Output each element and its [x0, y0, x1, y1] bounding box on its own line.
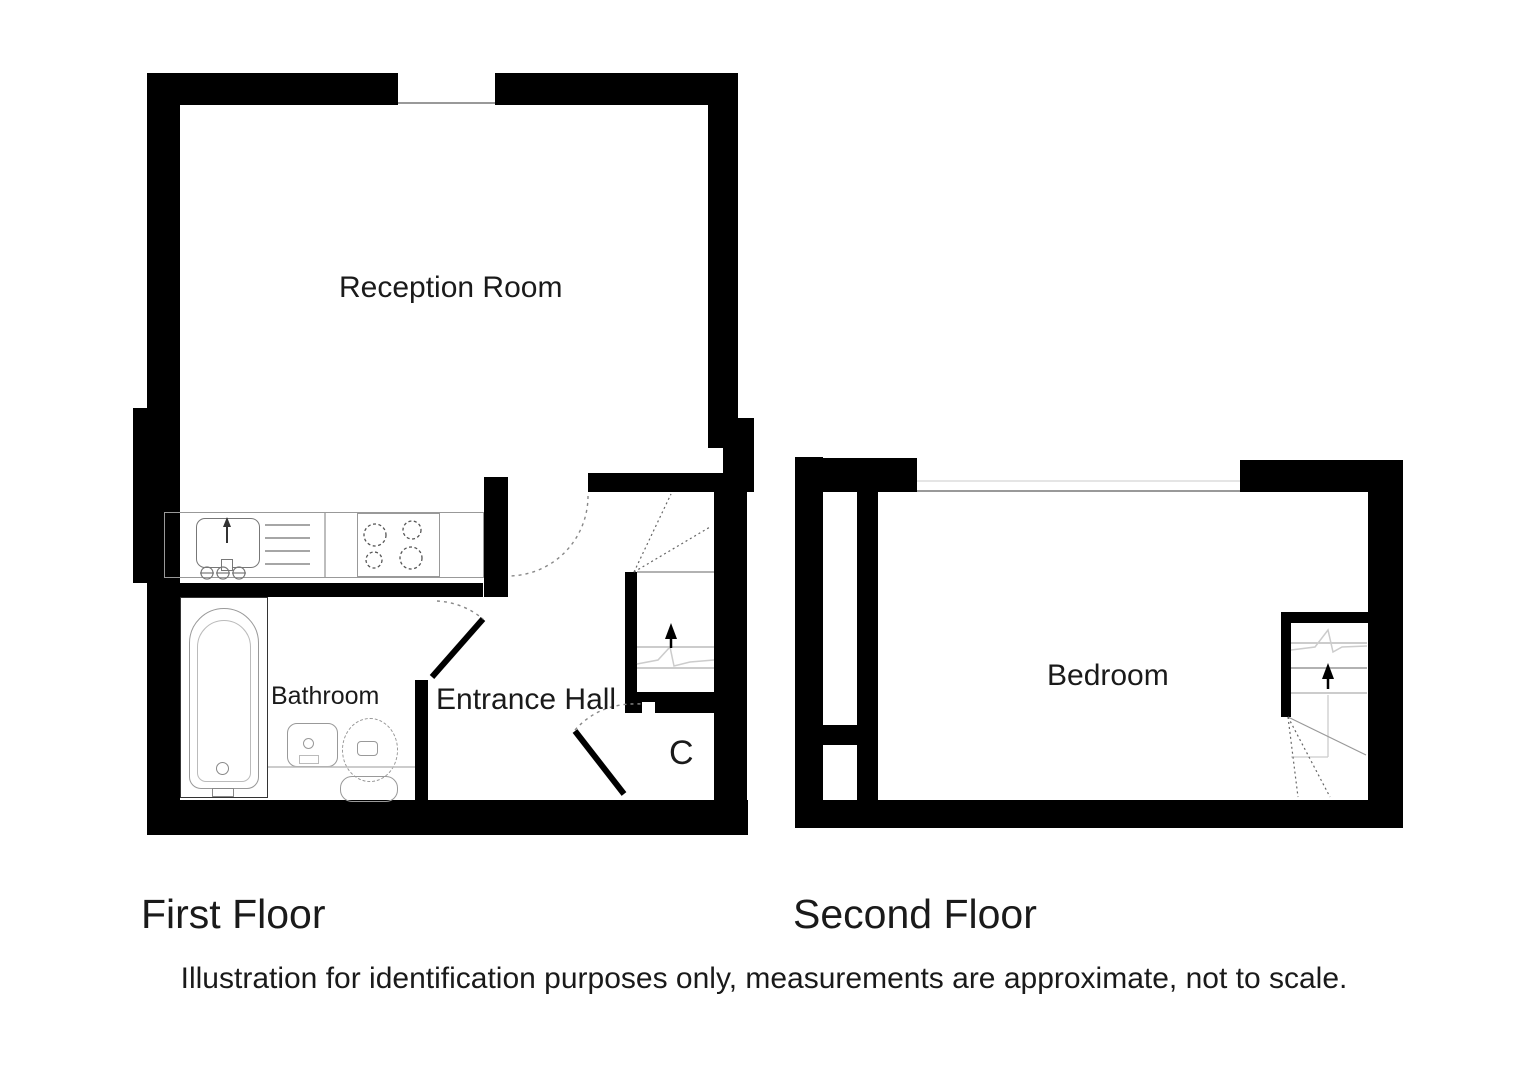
ff-bottom-wall [147, 800, 748, 835]
washbasin-base-icon [299, 755, 319, 764]
washbasin-tap-icon [303, 738, 314, 749]
kitchen-hob-icon [357, 513, 440, 577]
second-floor-title: Second Floor [793, 891, 1037, 937]
ff-right-wall-lower [714, 448, 747, 835]
bathroom-door-arc [436, 600, 484, 620]
ff-stair-bottom-wall [625, 692, 717, 713]
stair-winder-line [1287, 716, 1367, 756]
cupboard-door-leaf [572, 729, 627, 796]
bath-foot-icon [212, 788, 234, 797]
ff-staircase [633, 493, 715, 669]
ff-kitchen-bathroom-wall [163, 583, 483, 597]
bedroom-label: Bedroom [1047, 659, 1169, 692]
sf-inner-left-wall [857, 490, 878, 800]
sf-stair-top-wall [1281, 612, 1368, 623]
ff-bathroom-hall-wall [415, 680, 428, 800]
entrance-hall-label: Entrance Hall [436, 683, 617, 716]
ff-wall-notch [708, 448, 723, 473]
stair-break-line [1290, 628, 1368, 654]
sf-bottom-wall [795, 800, 1403, 828]
sf-bedroom-window [917, 480, 1240, 492]
disclaimer-text: Illustration for identification purposes… [180, 962, 1348, 995]
toilet-flush-icon [357, 741, 378, 756]
ff-left-wall [147, 73, 180, 835]
ff-cupboard-wall-gap [642, 702, 655, 713]
bath-icon [180, 597, 268, 798]
bathroom-label: Bathroom [271, 682, 380, 710]
bath-tub-outline-inner [197, 620, 251, 782]
stair-winder-lines [1287, 716, 1331, 798]
toilet-cistern-icon [340, 776, 398, 802]
ff-top-wall-right [495, 73, 738, 105]
sink-waste-icon [221, 559, 233, 571]
bath-plughole-icon [216, 762, 229, 775]
sf-right-wall [1368, 460, 1403, 828]
ff-top-wall-left [147, 73, 398, 105]
bathroom-door-leaf [429, 617, 486, 679]
ff-right-wall-upper [708, 73, 738, 448]
stair-up-arrow [665, 623, 677, 639]
stair-up-arrow [1322, 663, 1334, 679]
stair-break-line [636, 645, 715, 667]
first-floor-title: First Floor [141, 891, 326, 937]
toilet-bowl-icon [342, 718, 398, 782]
ff-kitchen-hall-stub [484, 477, 508, 597]
sf-top-wall-left [795, 458, 917, 492]
reception-door-arc [507, 495, 589, 577]
kitchen-counter-icon [164, 512, 484, 578]
sf-staircase [1287, 628, 1368, 798]
ff-left-wall-bump [133, 408, 147, 583]
reception-room-label: Reception Room [339, 271, 563, 304]
ff-stair-left-wall [625, 572, 637, 710]
sf-left-wall [795, 457, 823, 828]
cupboard-label: C [669, 734, 694, 772]
ff-reception-hall-wall [588, 473, 720, 492]
sf-void-divider [823, 725, 857, 745]
stair-winder-lines [633, 493, 711, 573]
sf-stair-left-wall [1281, 612, 1291, 717]
